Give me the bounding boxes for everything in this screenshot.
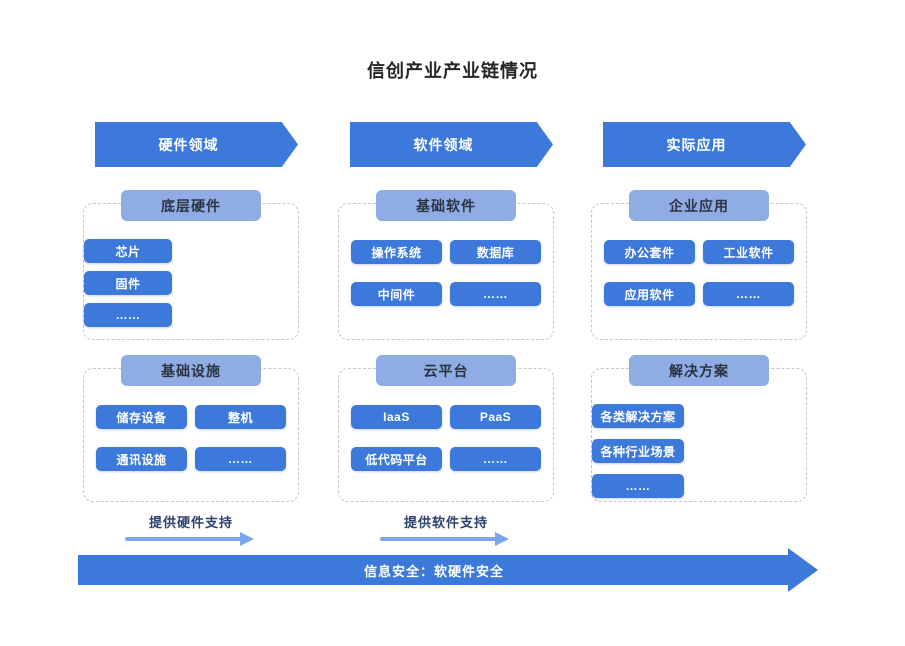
group-base-software-title: 基础软件	[376, 190, 516, 221]
chain-item: IaaS	[351, 405, 442, 429]
group-cloud-platform-items: IaaS PaaS 低代码平台 ……	[339, 369, 553, 471]
group-enterprise-apps-title: 企业应用	[629, 190, 769, 221]
chain-item: 应用软件	[604, 282, 695, 306]
chain-item: ……	[84, 303, 172, 327]
group-solutions-items: 各类解决方案 各种行业场景 ……	[592, 369, 806, 498]
chain-item: 办公套件	[604, 240, 695, 264]
security-arrow-label: 信息安全：软硬件安全	[363, 564, 504, 579]
hardware-support-label: 提供硬件支持	[148, 515, 233, 530]
software-support-arrow-icon	[380, 532, 509, 546]
chain-item: 各种行业场景	[592, 439, 684, 463]
column-application: 实际应用 企业应用 办公套件 工业软件 应用软件 …… 解决方案 各类解决方案 …	[590, 0, 808, 646]
chain-item: 中间件	[351, 282, 442, 306]
chain-item: ……	[703, 282, 794, 306]
group-enterprise-apps-items: 办公套件 工业软件 应用软件 ……	[592, 204, 806, 306]
group-base-hardware-items: 芯片 固件 ……	[84, 204, 298, 327]
application-domain-label: 实际应用	[666, 136, 727, 153]
chain-item: ……	[450, 282, 541, 306]
security-arrow-icon	[78, 548, 818, 592]
chain-item: 通讯设施	[96, 447, 187, 471]
group-solutions: 解决方案 各类解决方案 各种行业场景 ……	[591, 355, 807, 502]
group-base-software-items: 操作系统 数据库 中间件 ……	[339, 204, 553, 306]
column-hardware: 硬件领域 底层硬件 芯片 固件 …… 基础设施 储存设备 整机 通讯设施 …… …	[82, 0, 300, 646]
hardware-domain-label: 硬件领域	[158, 136, 219, 153]
group-base-hardware-title: 底层硬件	[121, 190, 261, 221]
group-infrastructure-title: 基础设施	[121, 355, 261, 386]
group-infrastructure-items: 储存设备 整机 通讯设施 ……	[84, 369, 298, 471]
page-title: 信创产业产业链情况	[367, 61, 538, 81]
software-domain-label: 软件领域	[413, 136, 474, 153]
group-enterprise-apps: 企业应用 办公套件 工业软件 应用软件 ……	[591, 190, 807, 340]
chain-item: 低代码平台	[351, 447, 442, 471]
chain-item: 工业软件	[703, 240, 794, 264]
chain-item: ……	[592, 474, 684, 498]
software-domain-banner: 软件领域	[350, 122, 553, 167]
chain-item: 固件	[84, 271, 172, 295]
hardware-support-arrow-icon	[125, 532, 254, 546]
chain-item: 数据库	[450, 240, 541, 264]
chain-item: 整机	[195, 405, 286, 429]
group-base-hardware: 底层硬件 芯片 固件 ……	[83, 190, 299, 340]
application-domain-banner: 实际应用	[603, 122, 806, 167]
chain-item: PaaS	[450, 405, 541, 429]
column-software: 软件领域 基础软件 操作系统 数据库 中间件 …… 云平台 IaaS PaaS …	[337, 0, 555, 646]
chain-item: ……	[195, 447, 286, 471]
software-support-label: 提供软件支持	[403, 515, 488, 530]
group-solutions-title: 解决方案	[629, 355, 769, 386]
group-infrastructure: 基础设施 储存设备 整机 通讯设施 ……	[83, 355, 299, 502]
chain-item: 操作系统	[351, 240, 442, 264]
group-base-software: 基础软件 操作系统 数据库 中间件 ……	[338, 190, 554, 340]
hardware-domain-banner: 硬件领域	[95, 122, 298, 167]
chain-item: 储存设备	[96, 405, 187, 429]
group-cloud-platform: 云平台 IaaS PaaS 低代码平台 ……	[338, 355, 554, 502]
chain-item: ……	[450, 447, 541, 471]
chain-item: 各类解决方案	[592, 404, 684, 428]
group-cloud-platform-title: 云平台	[376, 355, 516, 386]
chain-item: 芯片	[84, 239, 172, 263]
